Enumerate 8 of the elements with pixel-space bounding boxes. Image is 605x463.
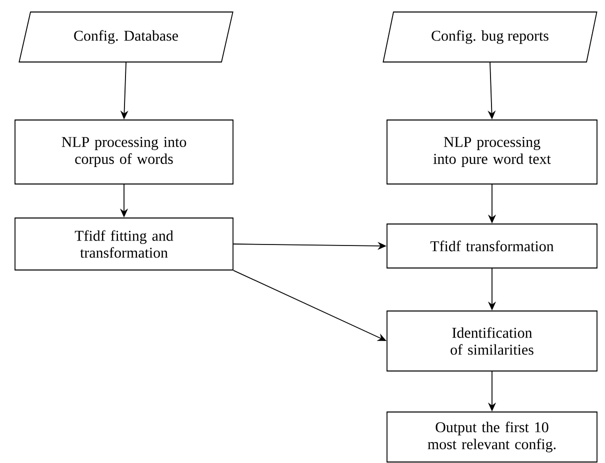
process-box: Tfidf transformation <box>386 224 598 268</box>
process-box: Tfidf fitting and transformation <box>14 218 234 270</box>
process-box: Identification of similarities <box>386 310 598 372</box>
input-parallelogram: Config. Database <box>18 12 234 62</box>
process-box: NLP processing into corpus of words <box>14 120 234 184</box>
process-box: NLP processing into pure word text <box>386 120 598 184</box>
input-parallelogram: Config. bug reports <box>382 12 598 62</box>
process-box: Output the first 10 most relevant config. <box>386 412 598 462</box>
